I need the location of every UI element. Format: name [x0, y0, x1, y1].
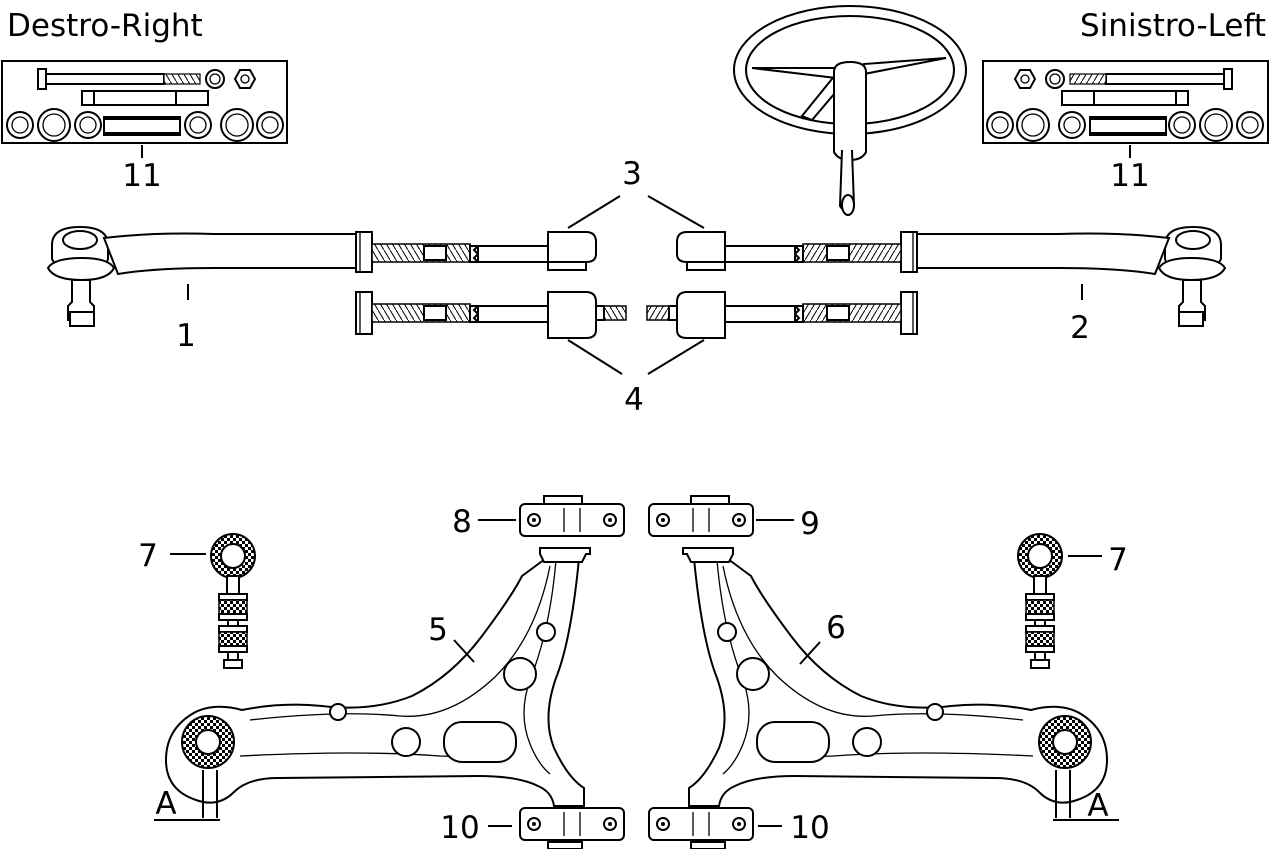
right-side-heading: Destro-Right [7, 8, 203, 44]
stabilizer-link-icon [210, 533, 256, 669]
section-mark-a-left: A [155, 786, 176, 822]
callout-10-right: 10 [790, 810, 829, 846]
callout-9: 9 [800, 506, 820, 542]
callout-5: 5 [428, 612, 448, 648]
callout-2: 2 [1070, 310, 1090, 346]
bushing-clamp-icon [519, 807, 625, 841]
callout-7-left: 7 [138, 538, 158, 574]
callout-7-right: 7 [1108, 542, 1128, 578]
bushing-clamp-icon [648, 503, 754, 537]
stabilizer-link-icon [1017, 533, 1063, 669]
inner-tie-rod-left [355, 291, 627, 339]
callout-3: 3 [622, 156, 642, 192]
callout-11-right: 11 [1110, 158, 1149, 194]
inner-tie-rod-right [646, 291, 918, 339]
callout-10-left: 10 [440, 810, 479, 846]
bushing-clamp-icon [648, 807, 754, 841]
callout-4: 4 [624, 382, 644, 418]
section-mark-a-right: A [1087, 788, 1108, 824]
hardware-kit-icon [982, 60, 1269, 144]
steering-wheel-icon [733, 5, 967, 216]
bushing-clamp-icon [519, 503, 625, 537]
left-side-heading: Sinistro-Left [1080, 8, 1266, 44]
hardware-kit-icon [1, 60, 288, 144]
callout-11-left: 11 [122, 158, 161, 194]
callout-1: 1 [176, 318, 196, 354]
callout-8: 8 [452, 504, 472, 540]
callout-6: 6 [826, 610, 846, 646]
